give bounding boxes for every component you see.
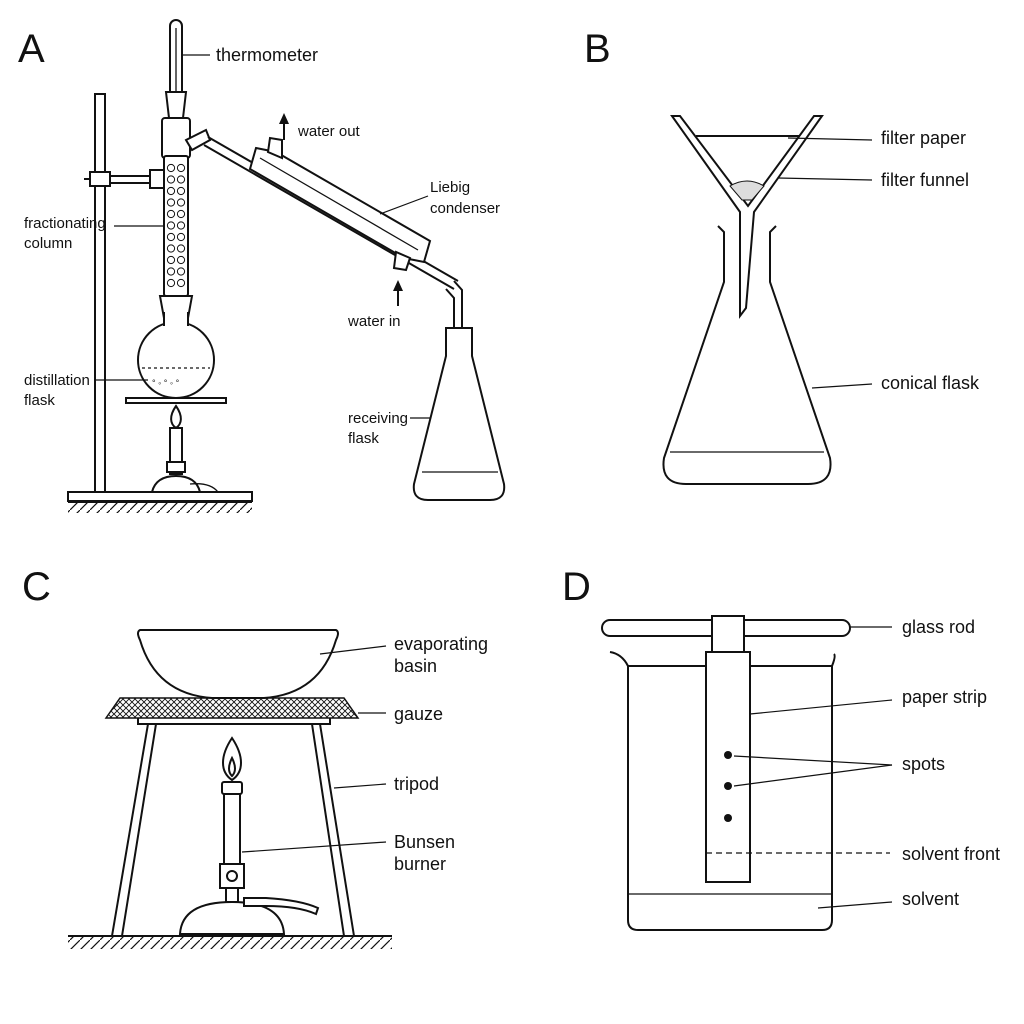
label-solvent: solvent	[902, 889, 959, 909]
column-bead	[176, 255, 186, 265]
still-head	[161, 117, 212, 159]
label-liebig-2: condenser	[430, 200, 500, 217]
bunsen-burner	[178, 736, 320, 935]
label-fractionating-1: fractionating	[24, 215, 106, 232]
label-conical-flask: conical flask	[881, 373, 980, 393]
panel-a-distillation: A	[18, 19, 506, 513]
label-filter-funnel: filter funnel	[881, 170, 969, 190]
column-bead	[176, 221, 186, 230]
panel-letter-b: B	[584, 27, 611, 71]
column-bead	[166, 255, 176, 265]
label-evaporating-2: basin	[394, 656, 437, 676]
fractionating-column	[158, 155, 194, 319]
column-bead	[166, 175, 176, 184]
water-in-arrow	[393, 280, 403, 306]
panel-b-filtration: B filter paper filter funnel conical fla…	[584, 27, 980, 485]
label-tripod: tripod	[394, 774, 439, 794]
tripod	[110, 715, 356, 937]
label-water-in: water in	[347, 313, 401, 330]
label-receiving-2: flask	[348, 430, 379, 447]
leader-lines-b	[777, 137, 873, 389]
label-bunsen-1: Bunsen	[394, 832, 455, 852]
label-water-out: water out	[297, 123, 361, 140]
paper-strip	[705, 651, 751, 883]
leader-lines-d	[733, 626, 893, 909]
spot	[724, 782, 732, 790]
label-liebig-1: Liebig	[430, 179, 470, 196]
column-bead	[166, 186, 176, 196]
label-thermometer: thermometer	[216, 45, 318, 65]
heating-support	[125, 397, 227, 404]
spot	[724, 814, 732, 822]
spot	[724, 751, 732, 759]
label-paper-strip: paper strip	[902, 687, 987, 707]
label-solvent-front: solvent front	[902, 844, 1000, 864]
conical-flask	[662, 225, 832, 485]
label-glass-rod: glass rod	[902, 617, 975, 637]
label-gauze: gauze	[394, 704, 443, 724]
bench-surface-c	[68, 935, 392, 949]
label-bunsen-2: burner	[394, 854, 446, 874]
column-bead	[176, 278, 186, 288]
label-evaporating-1: evaporating	[394, 634, 488, 654]
retort-stand	[67, 93, 253, 502]
column-bead	[176, 267, 186, 276]
label-filter-paper: filter paper	[881, 128, 966, 148]
column-bead	[166, 163, 176, 173]
label-distillation-2: flask	[24, 392, 55, 409]
column-bead	[166, 232, 176, 242]
panel-letter-a: A	[18, 27, 45, 71]
column-bead	[166, 221, 176, 230]
bunsen-burner-a	[150, 404, 219, 493]
label-fractionating-2: column	[24, 235, 72, 252]
leader-lines-a	[94, 54, 430, 419]
panel-letter-d: D	[562, 565, 591, 609]
filter-funnel	[670, 115, 824, 319]
panel-c-evaporation: C	[22, 565, 488, 949]
label-spots: spots	[902, 754, 945, 774]
bench-surface	[68, 501, 252, 513]
column-bead	[166, 267, 176, 276]
distillation-flask: ° ◦ ° ◦ °	[137, 312, 215, 399]
column-bead	[176, 232, 186, 242]
column-bead	[176, 244, 186, 253]
water-out-arrow	[279, 113, 289, 140]
liebig-condenser	[203, 136, 463, 328]
panel-d-chromatography: D glass rod paper	[562, 565, 1000, 931]
column-bead	[176, 209, 186, 219]
column-bead	[176, 198, 186, 207]
label-distillation-1: distillation	[24, 372, 90, 389]
gauze	[104, 697, 360, 719]
panel-letter-c: C	[22, 565, 51, 609]
column-bead	[166, 209, 176, 219]
label-receiving-1: receiving	[348, 410, 408, 427]
column-bead	[166, 198, 176, 207]
column-bead	[176, 186, 186, 196]
boiling-chips: ° ◦ ° ◦ °	[152, 378, 180, 388]
leader-lines-c	[241, 645, 387, 853]
column-bead	[176, 163, 186, 173]
thermometer	[164, 19, 188, 119]
column-bead	[166, 244, 176, 253]
evaporating-basin	[137, 629, 339, 699]
column-bead	[176, 175, 186, 184]
glass-rod	[601, 615, 851, 653]
column-bead	[166, 278, 176, 288]
receiving-flask	[412, 327, 506, 501]
